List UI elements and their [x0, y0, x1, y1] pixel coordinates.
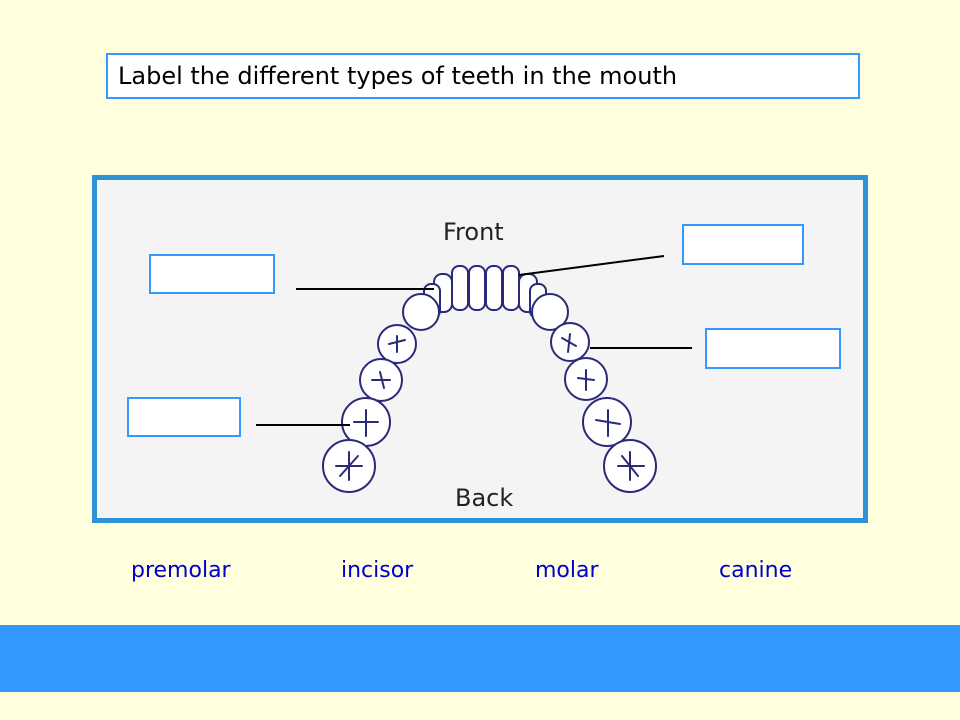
footer-bar — [0, 625, 960, 692]
word-premolar[interactable]: premolar — [131, 558, 231, 583]
answer-box-top-right[interactable] — [682, 224, 804, 265]
tooth-canine — [402, 293, 440, 331]
instruction-title: Label the different types of teeth in th… — [106, 53, 860, 99]
pointer-line — [518, 255, 665, 276]
word-incisor[interactable]: incisor — [341, 558, 414, 583]
tooth-incisor — [468, 265, 486, 311]
back-label: Back — [455, 484, 513, 512]
word-canine[interactable]: canine — [719, 558, 793, 583]
tooth-incisor — [451, 265, 469, 311]
tooth-incisor — [485, 265, 503, 311]
tooth-incisor — [502, 265, 520, 311]
word-molar[interactable]: molar — [535, 558, 599, 583]
tooth-canine — [531, 293, 569, 331]
answer-box-top-left[interactable] — [149, 254, 275, 294]
answer-box-middle-right[interactable] — [705, 328, 841, 369]
front-label: Front — [443, 218, 504, 246]
answer-box-bottom-left[interactable] — [127, 397, 241, 437]
